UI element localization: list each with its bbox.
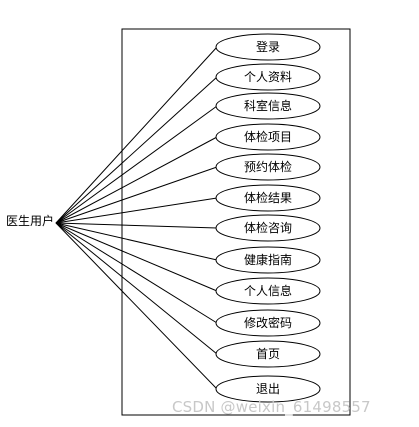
- association-line: [55, 222, 218, 261]
- use-case-ellipse: [215, 92, 321, 120]
- use-case: 体检项目: [215, 123, 321, 151]
- use-case-label: 退出: [256, 382, 280, 396]
- association-line: [55, 222, 218, 292]
- use-case: 个人资料: [215, 63, 321, 91]
- association-line: [55, 46, 218, 224]
- use-case-label: 登录: [256, 39, 280, 54]
- association-line: [55, 136, 218, 224]
- association-line: [55, 222, 218, 229]
- use-case-ellipse: [215, 375, 321, 403]
- system-boundary: [121, 28, 351, 416]
- use-case-ellipse: [215, 340, 321, 368]
- use-case-label: 个人信息: [244, 283, 292, 298]
- use-case-label: 体检咨询: [244, 220, 292, 235]
- use-case: 预约体检: [215, 153, 321, 181]
- use-case-ellipse: [215, 153, 321, 181]
- use-case-ellipse: [215, 214, 321, 242]
- use-case: 修改密码: [215, 309, 321, 337]
- use-case: 体检咨询: [215, 214, 321, 242]
- association-line: [55, 222, 218, 390]
- use-case: 首页: [215, 340, 321, 368]
- use-case-ellipse: [215, 277, 321, 305]
- use-case-label: 科室信息: [244, 98, 292, 113]
- use-case-ellipse: [215, 246, 321, 274]
- association-line: [55, 105, 218, 224]
- use-case-label: 健康指南: [244, 252, 292, 267]
- use-case: 个人信息: [215, 277, 321, 305]
- use-case-ellipse: [215, 63, 321, 91]
- association-line: [55, 76, 218, 224]
- use-case-label: 修改密码: [244, 315, 292, 330]
- watermark: CSDN @weixin_61498557: [172, 398, 371, 416]
- association-line: [55, 222, 218, 355]
- association-lines: [55, 46, 218, 390]
- use-case: 退出: [215, 375, 321, 403]
- use-case: 科室信息: [215, 92, 321, 120]
- use-case-label: 体检结果: [244, 190, 292, 205]
- use-case-ellipse: [215, 184, 321, 212]
- use-case-label: 预约体检: [244, 159, 292, 174]
- use-case: 登录: [215, 33, 321, 61]
- association-line: [55, 222, 218, 324]
- use-case-ellipse: [215, 123, 321, 151]
- use-case-group: 登录个人资料科室信息体检项目预约体检体检结果体检咨询健康指南个人信息修改密码首页…: [215, 33, 321, 403]
- use-case-ellipse: [215, 33, 321, 61]
- use-case: 健康指南: [215, 246, 321, 274]
- association-line: [55, 166, 218, 224]
- use-case-ellipse: [215, 309, 321, 337]
- use-case-label: 体检项目: [244, 129, 292, 144]
- actor-label: 医生用户: [6, 214, 55, 228]
- use-case-label: 首页: [256, 347, 280, 361]
- use-case-label: 个人资料: [244, 70, 292, 84]
- association-line: [55, 197, 218, 224]
- use-case: 体检结果: [215, 184, 321, 212]
